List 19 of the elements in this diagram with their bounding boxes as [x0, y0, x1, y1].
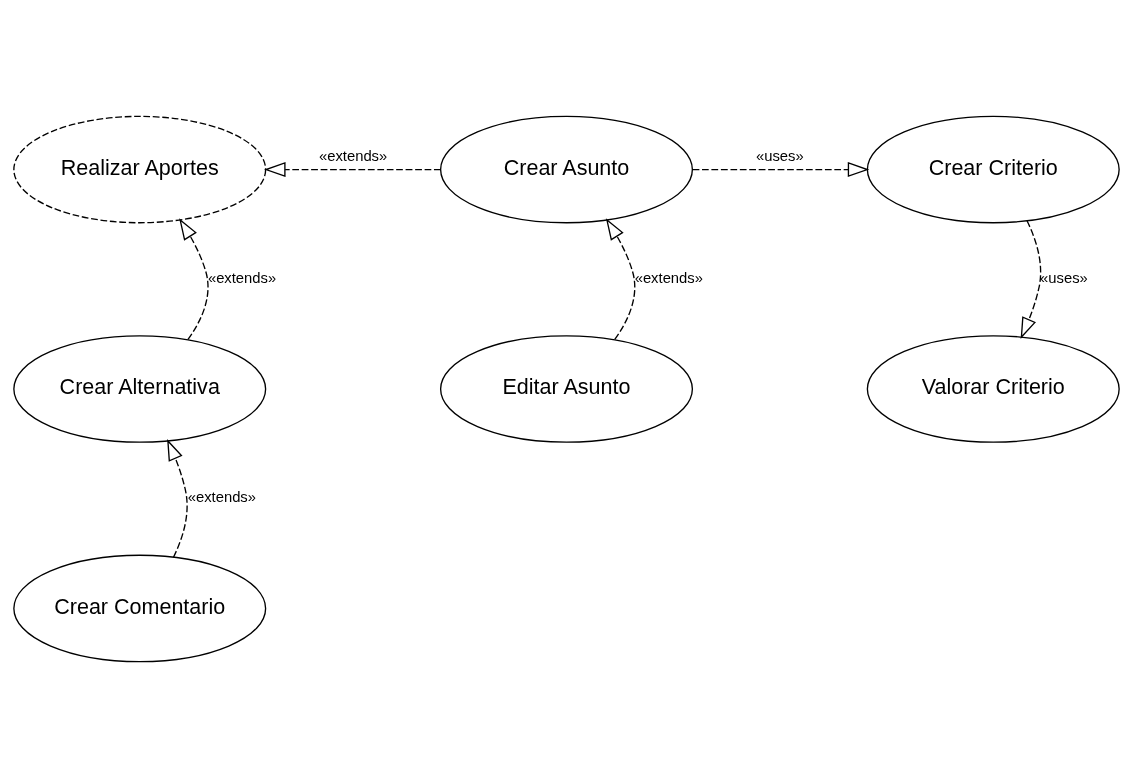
arrow: [692, 162, 870, 178]
node-ellipse: Realizar Aportes: [13, 115, 267, 224]
arrow: [1020, 220, 1042, 339]
edge-label: «extends»: [318, 148, 388, 165]
edge-label: «extends»: [634, 270, 703, 287]
arrow: [179, 218, 209, 341]
arrow: [605, 218, 636, 341]
edge-label: «extends»: [187, 489, 257, 506]
edge-label: «extends»: [207, 270, 277, 287]
node-ellipse: Crear Alternativa: [13, 335, 267, 443]
node-ellipse: Crear Comentario: [13, 554, 267, 663]
edge-label: «uses»: [756, 148, 804, 165]
node-ellipse: Crear Asunto: [439, 115, 694, 224]
node-ellipse: Editar Asunto: [439, 335, 694, 443]
arrow: [167, 439, 188, 558]
node-ellipse: Crear Criterio: [866, 115, 1120, 224]
arrow: [264, 162, 442, 178]
node-ellipse: Valorar Criterio: [866, 335, 1120, 443]
edge-label: «uses»: [1040, 270, 1088, 287]
